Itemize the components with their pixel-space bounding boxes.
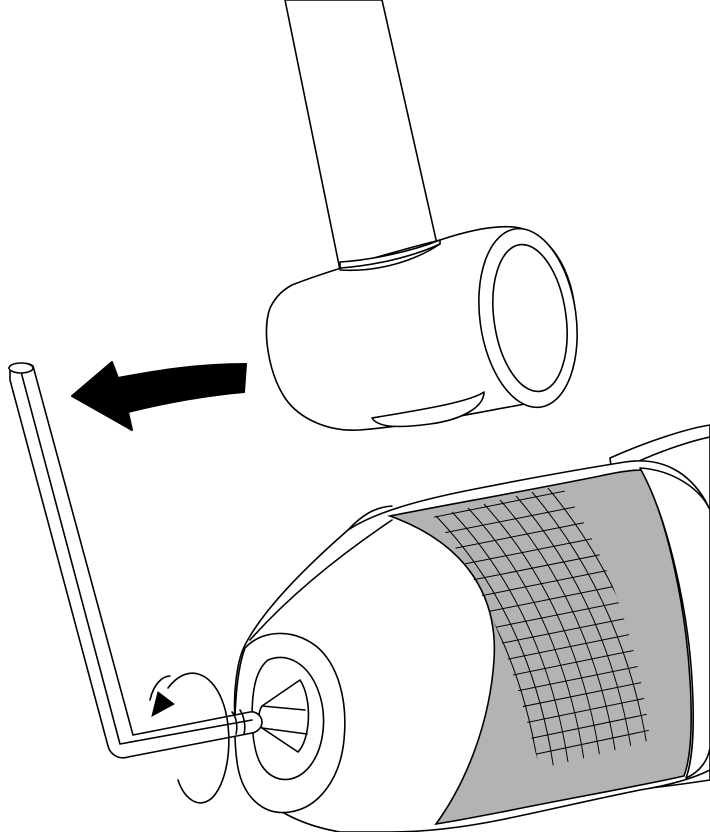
knurled-grip-band: [387, 469, 692, 826]
allen-key-edge: [19, 367, 253, 745]
allen-key-tip: [8, 362, 34, 374]
handle-socket: [339, 239, 441, 269]
strike-arrow: [71, 361, 247, 431]
strike-arrow-icon: [71, 361, 247, 431]
rotation-arc-tail: [149, 675, 171, 701]
allen-key-icon: [8, 362, 263, 759]
mallet-handle: [284, 0, 438, 271]
cone-top-edge: [347, 505, 393, 531]
cone-ridge: [249, 519, 393, 641]
chuck-rear-ring: [639, 467, 710, 779]
rotation-arrow-head: [151, 691, 175, 717]
allen-key-body: [9, 362, 263, 759]
mallet-face-inner: [492, 243, 568, 393]
rotation-arc: [167, 672, 230, 804]
socket-line: [339, 243, 441, 272]
chuck-jaws: [258, 679, 310, 753]
mallet-bottom-lip: [371, 391, 485, 428]
mallet-icon: [265, 0, 578, 431]
rotation-arrow-icon: [149, 672, 230, 804]
drill-chuck-icon: [233, 424, 710, 832]
key-collar: [231, 709, 246, 735]
jaw-lines: [261, 705, 308, 735]
